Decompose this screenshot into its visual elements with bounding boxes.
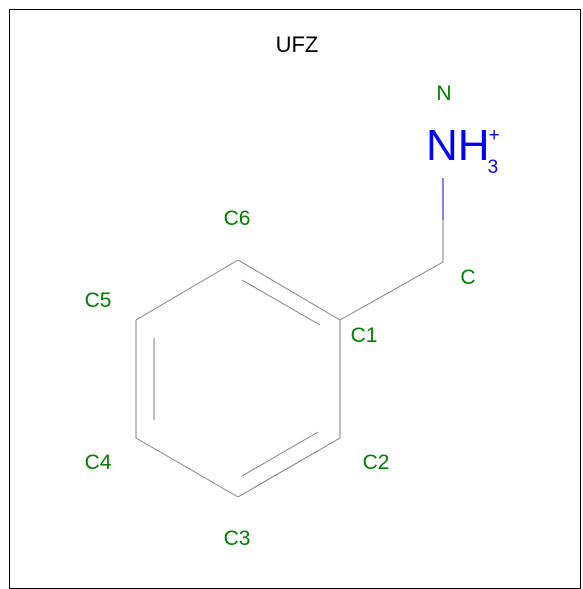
bond-c5-c6: [135, 259, 239, 321]
atom-label-c3: C3: [224, 527, 251, 550]
nh3-subscript: 3: [488, 157, 499, 178]
bonds: [135, 259, 444, 498]
bond-c3-c4: [135, 437, 239, 498]
bond-c2-c3-inner: [241, 431, 319, 477]
atom-label-n: N: [436, 82, 451, 105]
bond-c2-c3: [237, 437, 341, 498]
atom-nh3-group: NH+3: [426, 121, 500, 178]
bond-c6-c1: [237, 259, 341, 321]
bond-c1-c: [339, 261, 444, 321]
atom-label-c5: C5: [85, 289, 112, 312]
nh3-main: NH: [426, 121, 490, 170]
atom-label-c4: C4: [85, 451, 112, 474]
atom-label-c: C: [460, 266, 475, 289]
bond-c6-c1-inner: [241, 279, 321, 326]
atom-label-c6: C6: [224, 207, 251, 230]
diagram-frame: [9, 9, 581, 589]
atom-label-c1: C1: [351, 324, 378, 347]
diagram-title: UFZ: [276, 32, 319, 57]
nh3-charge: +: [489, 125, 500, 146]
atom-label-c2: C2: [363, 451, 390, 474]
